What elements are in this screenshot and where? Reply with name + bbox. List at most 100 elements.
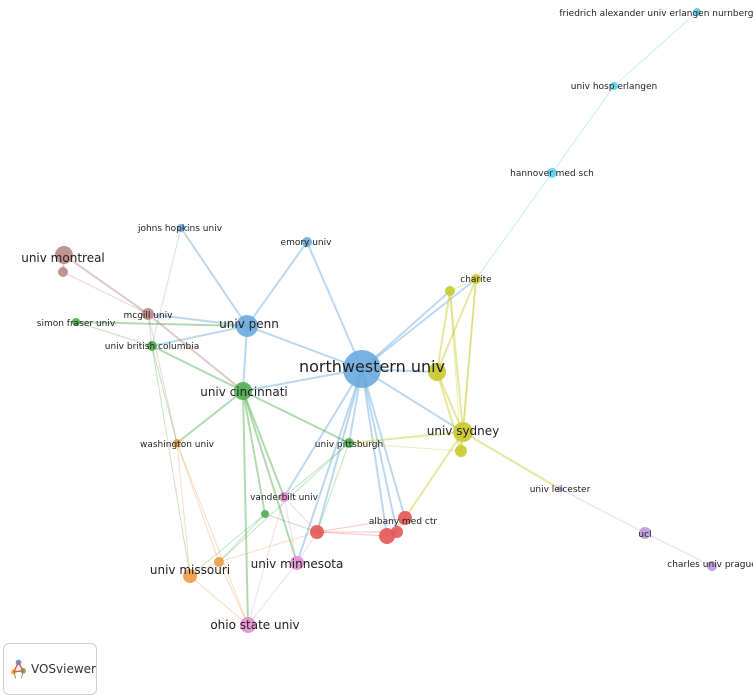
- node-mcgill[interactable]: [142, 308, 154, 320]
- node-univ_missouri[interactable]: [183, 569, 197, 583]
- edge-univ_sydney-albany: [404, 431, 464, 519]
- edge-univ_cincinnati-vanderbilt: [242, 390, 285, 498]
- node-label-hosp_erlangen[interactable]: univ hosp erlangen: [571, 82, 657, 92]
- edge-univ_pittsburgh-red_a: [316, 442, 350, 533]
- node-label-univ_sydney[interactable]: univ sydney: [427, 424, 500, 438]
- node-univ_leicester[interactable]: [557, 486, 563, 492]
- edge-mcgill-univ_cincinnati: [147, 313, 244, 392]
- edge-northwestern-charite: [361, 278, 477, 370]
- edge-charite-syd_a: [436, 278, 477, 373]
- node-label-ucl[interactable]: ucl: [638, 530, 651, 540]
- node-label-mcgill[interactable]: mcgill univ: [123, 311, 173, 321]
- node-hosp_erlangen[interactable]: [610, 82, 618, 90]
- node-charite_b[interactable]: [445, 286, 455, 296]
- node-label-univ_minnesota[interactable]: univ minnesota: [251, 557, 344, 571]
- edge-northwestern-univ_minnesota: [296, 368, 363, 564]
- node-charles_prague[interactable]: [707, 561, 717, 571]
- node-northwestern[interactable]: [343, 350, 381, 388]
- edge-missouri_b-red_a: [218, 531, 318, 563]
- edge-northwestern-red_a: [316, 368, 363, 533]
- edge-vanderbilt-ohio_state: [247, 496, 285, 626]
- edge-washington-ohio_state: [176, 442, 249, 626]
- node-ubc[interactable]: [147, 341, 157, 351]
- vosviewer-logo: VOSviewer: [3, 643, 97, 695]
- edge-univ_penn-ubc: [151, 325, 248, 347]
- node-emory[interactable]: [302, 237, 312, 247]
- edge-green_small-missouri_b: [218, 513, 266, 563]
- node-label-univ_cincinnati[interactable]: univ cincinnati: [200, 385, 288, 399]
- edge-green_small-univ_missouri: [189, 513, 266, 577]
- node-missouri_b[interactable]: [214, 557, 224, 567]
- node-label-ubc[interactable]: univ british columbia: [105, 342, 199, 352]
- edge-friedrich-hosp_erlangen: [613, 11, 698, 87]
- node-label-albany[interactable]: albany med ctr: [369, 517, 437, 527]
- node-green_small[interactable]: [261, 510, 269, 518]
- node-label-vanderbilt[interactable]: vanderbilt univ: [250, 493, 319, 503]
- node-albany[interactable]: [398, 511, 412, 525]
- node-label-hannover[interactable]: hannover med sch: [510, 169, 594, 179]
- node-univ_penn[interactable]: [236, 315, 258, 337]
- node-label-univ_missouri[interactable]: univ missouri: [150, 563, 230, 577]
- edge-washington-missouri_b: [176, 442, 220, 563]
- node-univ_montreal[interactable]: [55, 246, 73, 264]
- node-ucl[interactable]: [639, 527, 651, 539]
- node-label-emory[interactable]: emory univ: [281, 238, 333, 248]
- node-ohio_state[interactable]: [240, 617, 256, 633]
- node-univ_cincinnati[interactable]: [234, 382, 252, 400]
- edge-univ_penn-johns_hopkins: [180, 227, 248, 327]
- node-syd_c[interactable]: [455, 445, 467, 457]
- vosviewer-logo-icon: [10, 659, 27, 679]
- node-label-washington[interactable]: washington univ: [140, 440, 215, 450]
- edge-syd_a-univ_sydney: [436, 371, 464, 433]
- node-vanderbilt[interactable]: [279, 492, 289, 502]
- edge-ubc-washington: [151, 345, 178, 444]
- edge-montreal_b-mcgill: [62, 271, 149, 315]
- node-univ_sydney[interactable]: [453, 422, 473, 442]
- edge-washington-univ_missouri: [176, 442, 191, 577]
- label-layer: friedrich alexander univ erlangen nurnbe…: [21, 9, 753, 632]
- node-friedrich[interactable]: [693, 8, 701, 16]
- edge-hosp_erlangen-hannover: [551, 85, 615, 174]
- edge-northwestern-univ_cincinnati: [242, 368, 363, 392]
- edge-ubc-univ_cincinnati: [151, 345, 244, 392]
- node-charite[interactable]: [471, 274, 481, 284]
- edge-univ_cincinnati-univ_pittsburgh: [242, 390, 350, 444]
- edge-northwestern-albany: [361, 368, 406, 519]
- node-montreal_b[interactable]: [58, 267, 68, 277]
- node-simon_fraser[interactable]: [72, 318, 80, 326]
- edge-charite_b-univ_sydney: [449, 290, 464, 433]
- node-washington[interactable]: [173, 439, 181, 447]
- node-red_a[interactable]: [310, 525, 324, 539]
- node-johns_hopkins[interactable]: [177, 224, 185, 232]
- node-label-univ_montreal[interactable]: univ montreal: [21, 251, 105, 265]
- edge-simon_fraser-ubc: [75, 321, 153, 347]
- edge-univ_penn-mcgill: [147, 313, 248, 327]
- node-hannover[interactable]: [547, 168, 557, 178]
- edge-red_a-albany: [316, 517, 406, 533]
- logo-text: VOSviewer: [30, 662, 96, 676]
- node-label-johns_hopkins[interactable]: johns hopkins univ: [137, 224, 223, 234]
- node-label-charles_prague[interactable]: charles univ prague: [667, 560, 753, 570]
- edge-univ_sydney-univ_pittsburgh: [348, 431, 464, 444]
- node-label-charite[interactable]: charite: [460, 275, 492, 285]
- node-label-friedrich[interactable]: friedrich alexander univ erlangen nurnbe…: [559, 9, 753, 19]
- node-label-northwestern[interactable]: northwestern univ: [299, 357, 445, 376]
- node-univ_minnesota[interactable]: [290, 556, 304, 570]
- edge-vanderbilt-red_a: [283, 496, 318, 533]
- edge-northwestern-charite_b: [361, 290, 451, 370]
- node-red_c[interactable]: [391, 526, 403, 538]
- edge-ucl-charles_prague: [644, 532, 713, 567]
- node-label-univ_pittsburgh[interactable]: univ pittsburgh: [315, 440, 383, 450]
- node-label-ohio_state[interactable]: ohio state univ: [210, 618, 299, 632]
- node-label-simon_fraser[interactable]: simon fraser univ: [37, 319, 116, 329]
- node-label-univ_leicester[interactable]: univ leicester: [530, 485, 591, 495]
- edge-northwestern-univ_penn: [246, 325, 363, 370]
- edge-northwestern-red_b: [361, 368, 388, 537]
- node-univ_pittsburgh[interactable]: [344, 438, 354, 448]
- edge-charite-univ_sydney: [462, 278, 477, 433]
- node-syd_a[interactable]: [428, 363, 446, 381]
- edge-mcgill-washington: [147, 313, 178, 444]
- edge-green_small-red_a: [264, 513, 318, 533]
- node-label-univ_penn[interactable]: univ penn: [219, 317, 279, 331]
